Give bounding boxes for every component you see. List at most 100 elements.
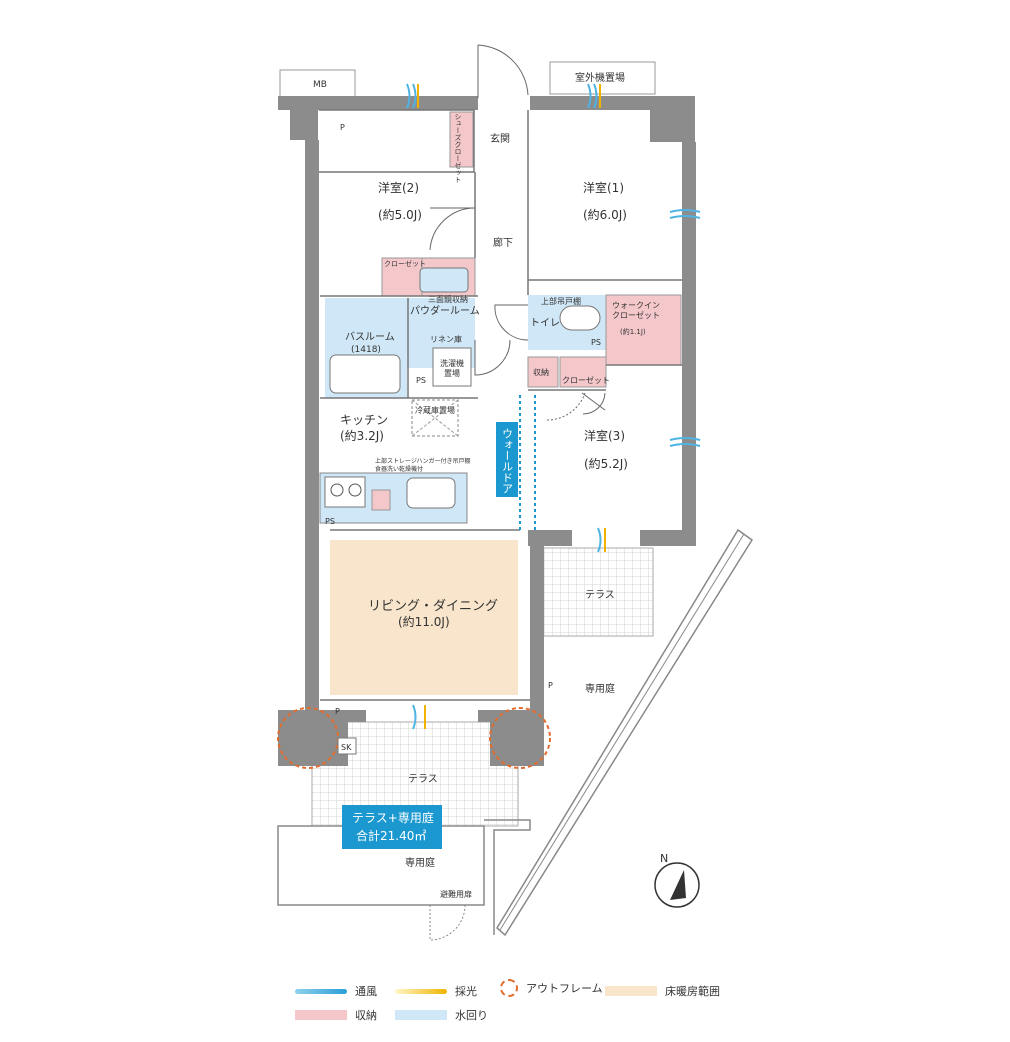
- total-badge: [342, 805, 442, 849]
- fridge-label: 冷蔵庫置場: [415, 405, 455, 415]
- mirror-label: 三面鏡収納: [428, 294, 468, 304]
- storage-note-1: 上部ストレージハンガー付き吊戸棚: [375, 457, 471, 465]
- compass-needle: [670, 870, 686, 900]
- outframe-marker: [489, 707, 551, 769]
- shoe-closet: [449, 111, 474, 168]
- bath-name: バスルーム: [345, 331, 395, 343]
- kitchen-name: キッチン: [340, 413, 388, 427]
- kitchen-sink: [406, 477, 456, 509]
- living-name: リビング・ダイニング: [368, 599, 498, 614]
- linen-label: リネン庫: [430, 334, 462, 344]
- wall-door-label: ウォールドア: [501, 428, 514, 494]
- legend-floor-heating: 床暖房範囲: [605, 983, 720, 999]
- legend-water: 水回り: [395, 1007, 488, 1023]
- terrace-lower-label: テラス: [408, 773, 438, 785]
- terrace-upper-label: テラス: [585, 589, 615, 601]
- p-label: P: [548, 681, 553, 690]
- fridge-space: [411, 399, 459, 437]
- sk-label: SK: [341, 743, 352, 752]
- total-badge-line2: 合計21.40㎡: [356, 828, 426, 843]
- legend-swatch: [295, 988, 347, 994]
- storage-note-2: 食器洗い乾燥機付: [375, 465, 423, 473]
- legend-ventilation-label: 通風: [355, 985, 377, 998]
- legend-swatch: [605, 986, 657, 996]
- wic-area: [605, 294, 682, 366]
- floor-heating-area: [330, 540, 518, 695]
- room1-name: 洋室(1): [583, 180, 624, 195]
- wic-label-1: ウォークイン: [612, 301, 660, 310]
- burner-icon: [348, 483, 362, 497]
- room1-size: (約6.0J): [583, 207, 627, 222]
- legend-ventilation: 通風: [295, 983, 377, 999]
- legend-swatch: [395, 988, 447, 994]
- evac-door-label: 避難用扉: [440, 889, 472, 899]
- evac-door-swing: [429, 904, 466, 941]
- storage-small: [527, 356, 559, 388]
- legend-water-label: 水回り: [455, 1009, 488, 1022]
- legend-outframe-label: アウトフレーム: [526, 982, 603, 995]
- legend-outframe: アウトフレーム: [500, 979, 603, 997]
- bathtub: [329, 354, 401, 394]
- room2-size: (約5.0J): [378, 207, 422, 222]
- toilet-label: トイレ: [530, 318, 560, 329]
- toilet-shelf-label: 上部吊戸棚: [541, 296, 581, 306]
- washbasin: [419, 267, 469, 293]
- walls: [278, 96, 696, 766]
- wall-door-badge: [496, 422, 518, 497]
- interior-lines: [319, 109, 682, 701]
- washer-label-2: 置場: [444, 368, 460, 378]
- fence-diagonal-2: [499, 533, 745, 931]
- garden-outline-right: [484, 819, 531, 935]
- room2-name: 洋室(2): [378, 180, 419, 195]
- washer-space: [432, 347, 472, 387]
- powder-label: パウダールーム: [410, 304, 480, 317]
- entrance-label: 玄関: [490, 132, 510, 145]
- garden-lower-label: 専用庭: [405, 856, 435, 869]
- mb-label: MB: [313, 80, 327, 90]
- storage-label: 収納: [533, 367, 549, 377]
- daylight-marks: [417, 84, 606, 729]
- legend-storage-label: 収納: [355, 1009, 377, 1022]
- sk-box: [337, 737, 357, 755]
- dishwasher: [371, 489, 391, 511]
- closet-room3-label: クローゼット: [562, 375, 610, 385]
- closet-room2-label: クローゼット: [384, 259, 426, 268]
- ventilation-marks: [406, 83, 701, 730]
- legend-swatch: [395, 1010, 447, 1020]
- compass-n: N: [660, 852, 668, 865]
- mb-box: [279, 69, 356, 98]
- ac-space-box: [549, 61, 656, 95]
- wic-label-2: クローゼット: [612, 310, 660, 320]
- terrace-upper: [542, 547, 654, 637]
- bath-size: (1418): [351, 345, 381, 355]
- living-size: (約11.0J): [398, 614, 450, 629]
- outframe-icon: [500, 979, 518, 997]
- garden-right-label: 専用庭: [585, 682, 615, 695]
- ps-label: PS: [591, 338, 601, 347]
- washer-label-1: 洗濯機: [440, 358, 464, 368]
- wic-size-label: (約1.1J): [620, 327, 646, 336]
- total-badge-line1: テラス+専用庭: [352, 810, 434, 825]
- p-label: P: [340, 123, 345, 132]
- room3-size: (約5.2J): [584, 456, 628, 471]
- fence-diagonal: [496, 528, 754, 937]
- toilet-bowl: [559, 305, 601, 331]
- legend-storage: 収納: [295, 1007, 377, 1023]
- ps-label: PS: [325, 517, 335, 526]
- p-label: P: [335, 707, 340, 716]
- burner-icon: [330, 483, 344, 497]
- legend: 通風 採光 アウトフレーム 床暖房範囲 収納 水回り: [0, 975, 1010, 1035]
- wall-door-line: [519, 395, 536, 530]
- door-swings: [429, 44, 606, 421]
- corridor-label: 廊下: [493, 236, 513, 249]
- kitchen-size: (約3.2J): [340, 428, 384, 443]
- legend-swatch: [295, 1010, 347, 1020]
- legend-daylight: 採光: [395, 983, 477, 999]
- ac-space-label: 室外機置場: [575, 71, 625, 84]
- ps-label: PS: [416, 376, 426, 385]
- legend-daylight-label: 採光: [455, 985, 477, 998]
- legend-floor-heating-label: 床暖房範囲: [665, 985, 720, 998]
- shoe-closet-label: シューズクローゼット: [454, 113, 462, 183]
- closet-room3: [559, 356, 607, 388]
